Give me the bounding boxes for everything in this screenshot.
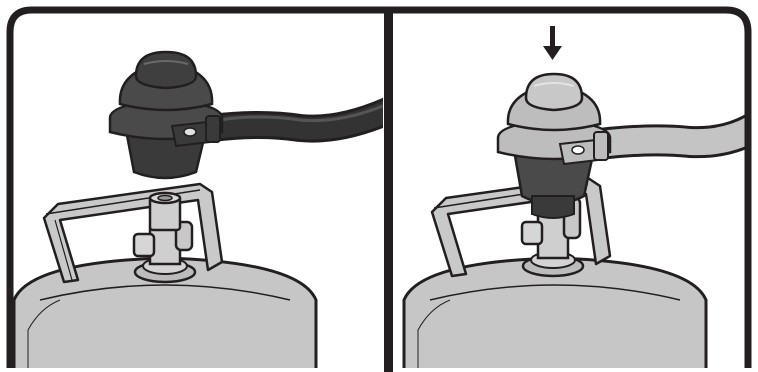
press-down-arrow-icon [543, 26, 562, 60]
tank-valve [132, 191, 194, 266]
gas-regulator [108, 50, 224, 180]
gas-hose [598, 110, 748, 160]
gas-regulator [496, 72, 612, 219]
panel-before [12, 50, 383, 368]
tank-valve [520, 196, 582, 260]
panel-after [402, 26, 748, 368]
panel-frame [6, 6, 752, 372]
panel-divider [384, 10, 393, 372]
gas-hose [210, 97, 383, 143]
tank-valve-collar [521, 251, 585, 278]
